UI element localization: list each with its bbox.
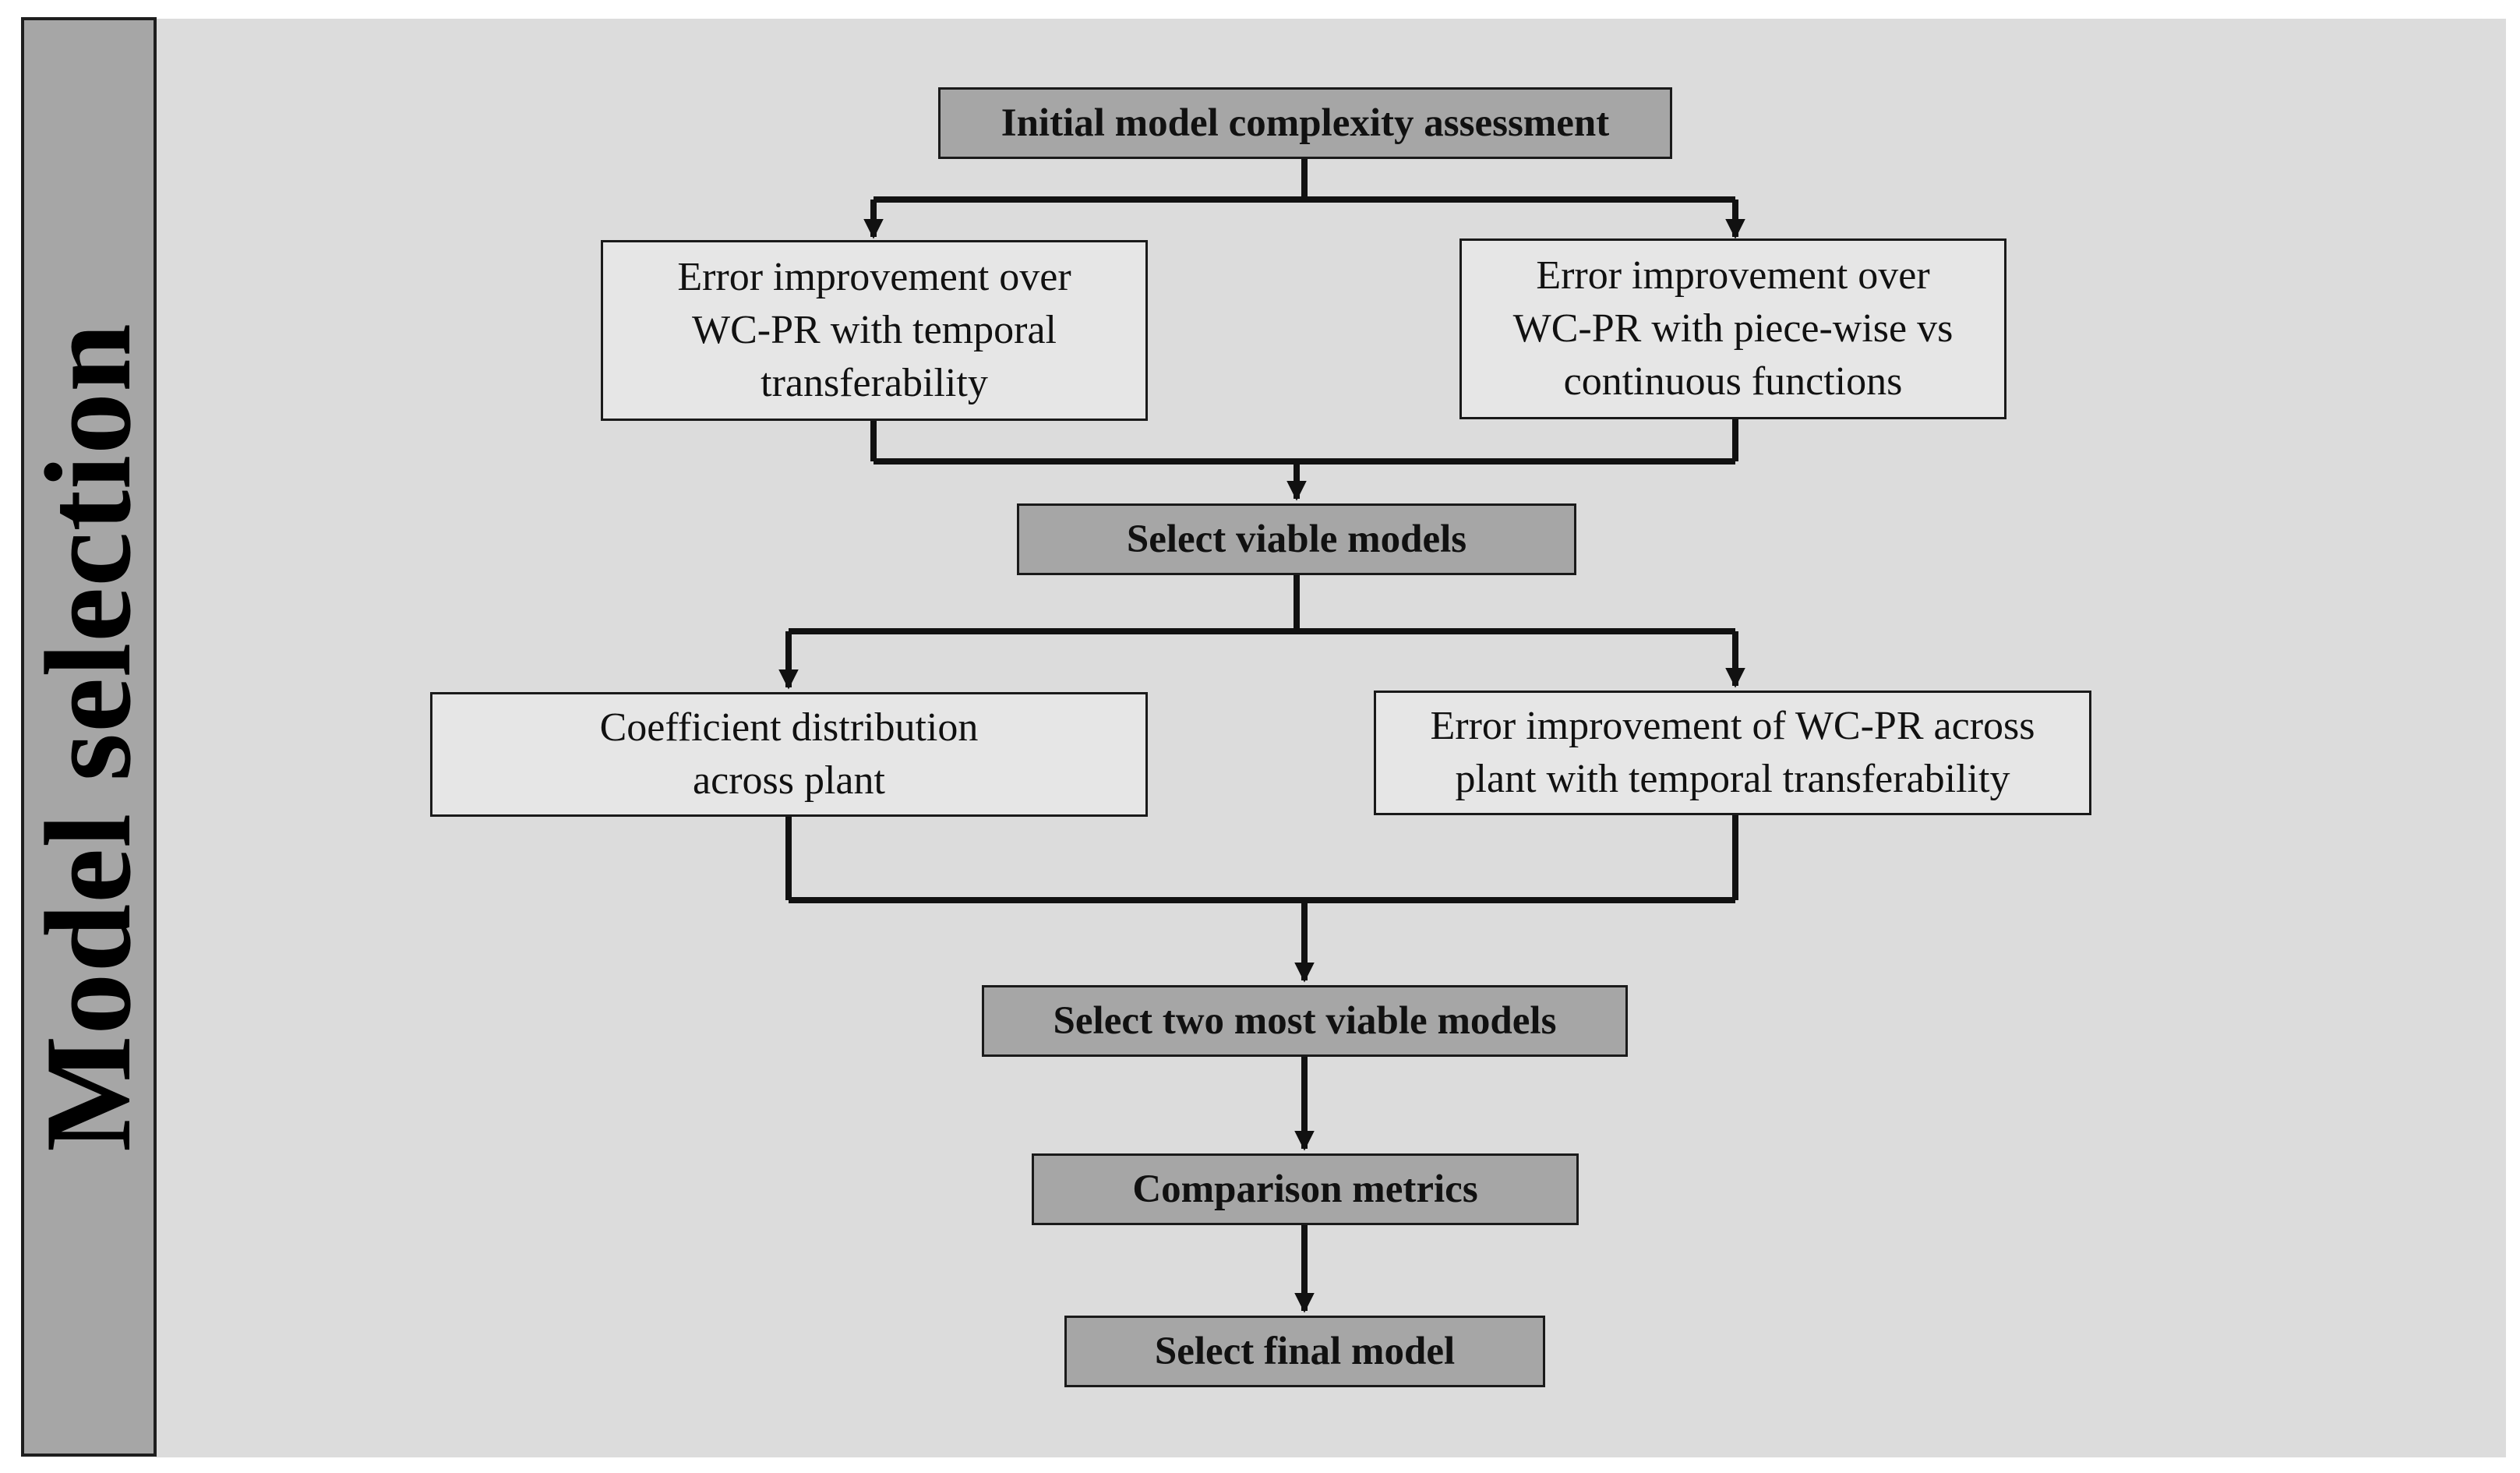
error-temporal-box: Error improvement over WC-PR with tempor… bbox=[601, 240, 1148, 421]
error-across-plant-box: Error improvement of WC-PR across plant … bbox=[1374, 691, 2091, 815]
sidebar-label-bar: Model selection bbox=[20, 17, 157, 1457]
select-viable-box: Select viable models bbox=[1017, 503, 1576, 575]
comparison-metrics-box: Comparison metrics bbox=[1032, 1153, 1579, 1225]
coefficient-distribution-box: Coefficient distribution across plant bbox=[430, 692, 1148, 817]
error-piecewise-box: Error improvement over WC-PR with piece-… bbox=[1459, 238, 2006, 419]
initial-assessment-box: Initial model complexity assessment bbox=[938, 87, 1672, 159]
select-two-box: Select two most viable models bbox=[982, 985, 1628, 1057]
select-final-box: Select final model bbox=[1064, 1316, 1545, 1387]
